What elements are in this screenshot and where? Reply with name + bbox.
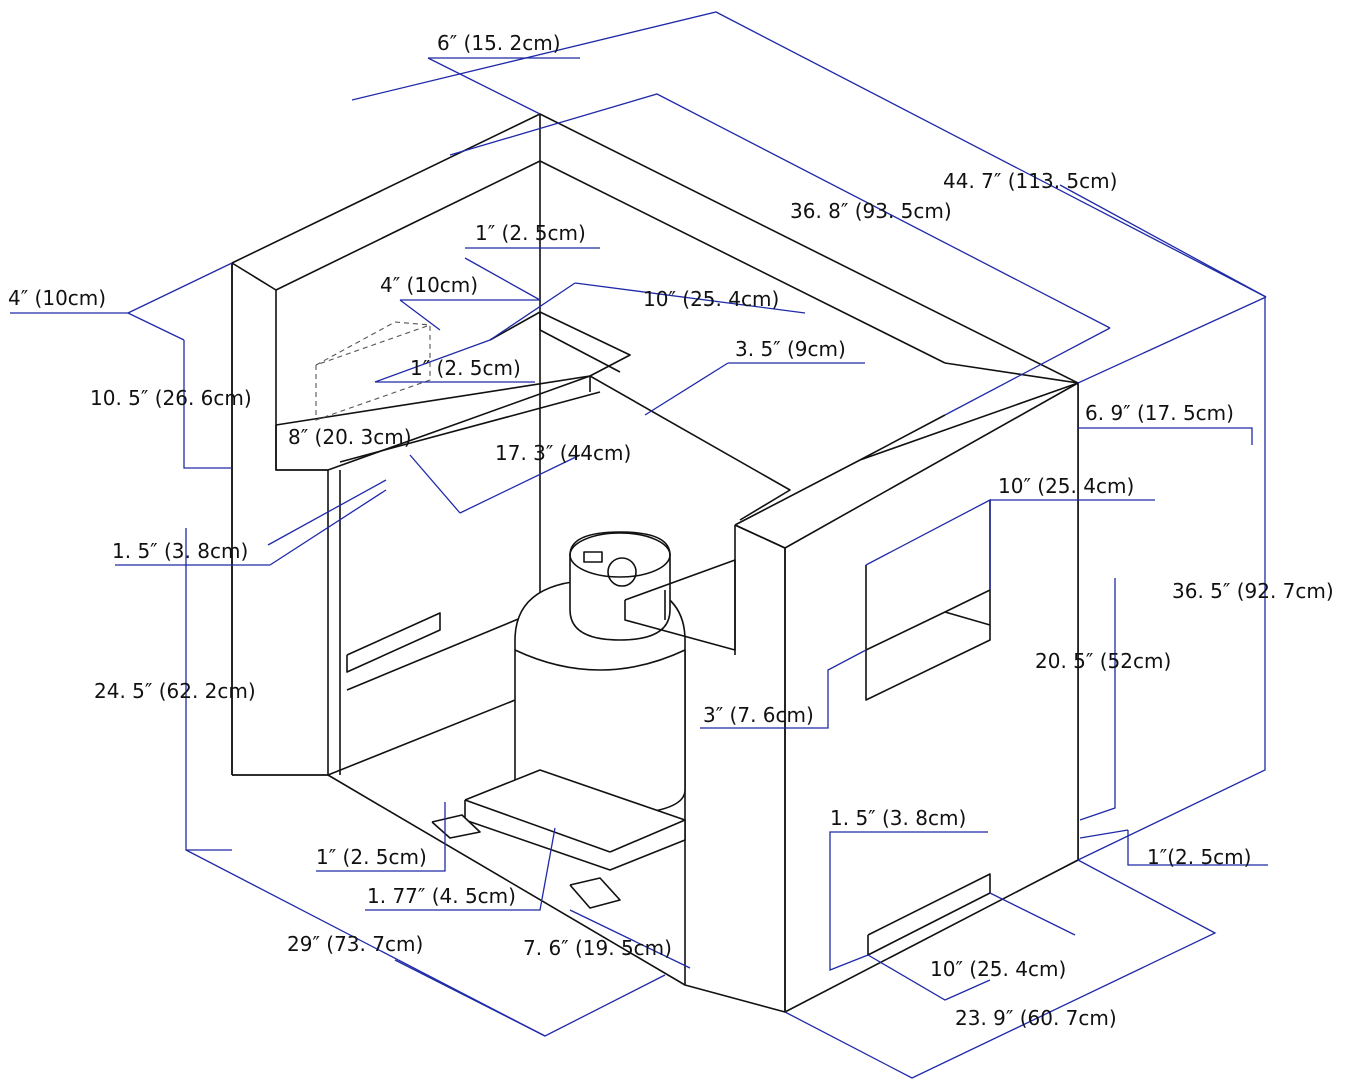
gas-hose-shelf — [624, 559, 736, 651]
dim-36-8-ext — [944, 327, 1111, 416]
dim-10-side-ext — [865, 498, 991, 590]
label-36-8in: 36. 8″ (93. 5cm) — [790, 199, 952, 223]
tank-valve-knob — [583, 551, 603, 563]
label-23-9in: 23. 9″ (60. 7cm) — [955, 1006, 1117, 1030]
dim-7-6-line — [569, 909, 691, 969]
left-lower-ledge — [346, 609, 541, 691]
dim-4-left-tick — [127, 312, 185, 341]
shelf-underside — [339, 391, 601, 463]
shelf-top — [275, 375, 791, 521]
dim-1-right-ext — [1079, 829, 1129, 839]
dim-6-9-line — [1078, 427, 1253, 445]
label-20-5in: 20. 5″ (52cm) — [1035, 649, 1171, 673]
dim-44-7-leader — [1059, 184, 1267, 298]
dim-36-8-line — [449, 93, 1111, 329]
dim-1-77-line — [365, 827, 556, 911]
platform-edge-right — [609, 819, 686, 853]
upper-recess-inner — [539, 312, 621, 373]
dim-20-5-line — [1079, 578, 1116, 821]
right-top-rim — [944, 362, 1079, 384]
label-6-9in: 6. 9″ (17. 5cm) — [1085, 401, 1234, 425]
dim-1-5-left-ext — [269, 489, 387, 566]
label-24-5in: 24. 5″ (62. 2cm) — [94, 679, 256, 703]
label-1-5in-left: 1. 5″ (3. 8cm) — [112, 539, 248, 563]
tank-valve — [607, 557, 637, 587]
label-4in-inner: 4″ (10cm) — [380, 273, 478, 297]
dim-10-bottom-line — [867, 954, 991, 1001]
dim-6-ext — [427, 57, 541, 115]
dimension-lines — [10, 11, 1268, 1079]
dim-1-top-ext — [464, 257, 541, 301]
dim-1-5-left-ext2 — [267, 479, 387, 546]
label-3in: 3″ (7. 6cm) — [703, 703, 814, 727]
dim-29-ext — [394, 959, 546, 1037]
label-1in-bottom: 1″ (2. 5cm) — [316, 845, 427, 869]
dim-8-line — [459, 454, 581, 514]
label-4in-left: 4″ (10cm) — [8, 286, 106, 310]
upper-cutout-dashed-back — [394, 321, 431, 326]
label-29in: 29″ (73. 7cm) — [287, 932, 423, 956]
dim-4-left-ext — [127, 262, 233, 314]
label-44-7in: 44. 7″ (113. 5cm) — [943, 169, 1117, 193]
right-inner-rim — [859, 414, 946, 461]
shelf-front — [275, 375, 591, 471]
dim-1-bottom-line — [316, 802, 446, 872]
label-10in-top: 10″ (25. 4cm) — [643, 287, 779, 311]
dim-10-5-line — [183, 340, 232, 469]
dimension-labels: 6″ (15. 2cm) 44. 7″ (113. 5cm) 36. 8″ (9… — [8, 31, 1334, 1030]
label-1in-inner: 1″ (2. 5cm) — [410, 356, 521, 380]
label-10-5in: 10. 5″ (26. 6cm) — [90, 386, 252, 410]
label-36-5in: 36. 5″ (92. 7cm) — [1172, 579, 1334, 603]
dim-1-inner-ext — [374, 339, 491, 383]
platform-edge — [464, 799, 611, 853]
label-8in: 8″ (20. 3cm) — [288, 425, 412, 449]
dim-44-7-line — [351, 11, 1267, 298]
label-3-5in: 3. 5″ (9cm) — [735, 337, 846, 361]
label-1-77in: 1. 77″ (4. 5cm) — [367, 884, 516, 908]
propane-tank — [514, 531, 736, 816]
dim-44-7-ext — [1077, 296, 1267, 384]
label-17-3in: 17. 3″ (44cm) — [495, 441, 631, 465]
label-1-5in-right: 1. 5″ (3. 8cm) — [830, 806, 966, 830]
label-1in-top: 1″ (2. 5cm) — [475, 221, 586, 245]
label-10in-side: 10″ (25. 4cm) — [998, 474, 1134, 498]
tank-platform — [431, 769, 686, 909]
upper-cutout-dashed — [315, 324, 431, 421]
dim-10-top-line — [574, 282, 806, 314]
dim-1-5-right-line — [829, 831, 988, 971]
top-inner-rim — [231, 160, 946, 364]
tank-collar-rim — [569, 532, 671, 578]
label-7-6in: 7. 6″ (19. 5cm) — [523, 936, 672, 960]
label-1in-right: 1″(2. 5cm) — [1147, 845, 1251, 869]
dim-10-top-ext — [489, 282, 576, 341]
dim-4-inner-ext — [399, 299, 441, 331]
dim-1-right-line — [1127, 830, 1268, 866]
platform-foot-right — [569, 877, 621, 909]
label-10in-bottom: 10″ (25. 4cm) — [930, 957, 1066, 981]
back-top-edge — [231, 113, 1079, 384]
upper-recess — [489, 311, 631, 377]
dim-8-ext — [409, 454, 461, 514]
dim-3-5-ext — [644, 362, 729, 416]
left-vent-slot — [346, 612, 441, 673]
dim-36-5-line — [1077, 297, 1266, 861]
side-vent-back — [944, 589, 991, 613]
upper-cutout-dashed-top — [315, 321, 396, 366]
platform-foot-left — [431, 814, 481, 839]
dim-10-bottom-ext — [989, 892, 1076, 936]
tank-band — [514, 649, 686, 671]
dim-23-9-line — [784, 859, 1217, 1079]
label-6in: 6″ (15. 2cm) — [437, 31, 561, 55]
dim-3-line — [700, 649, 867, 729]
